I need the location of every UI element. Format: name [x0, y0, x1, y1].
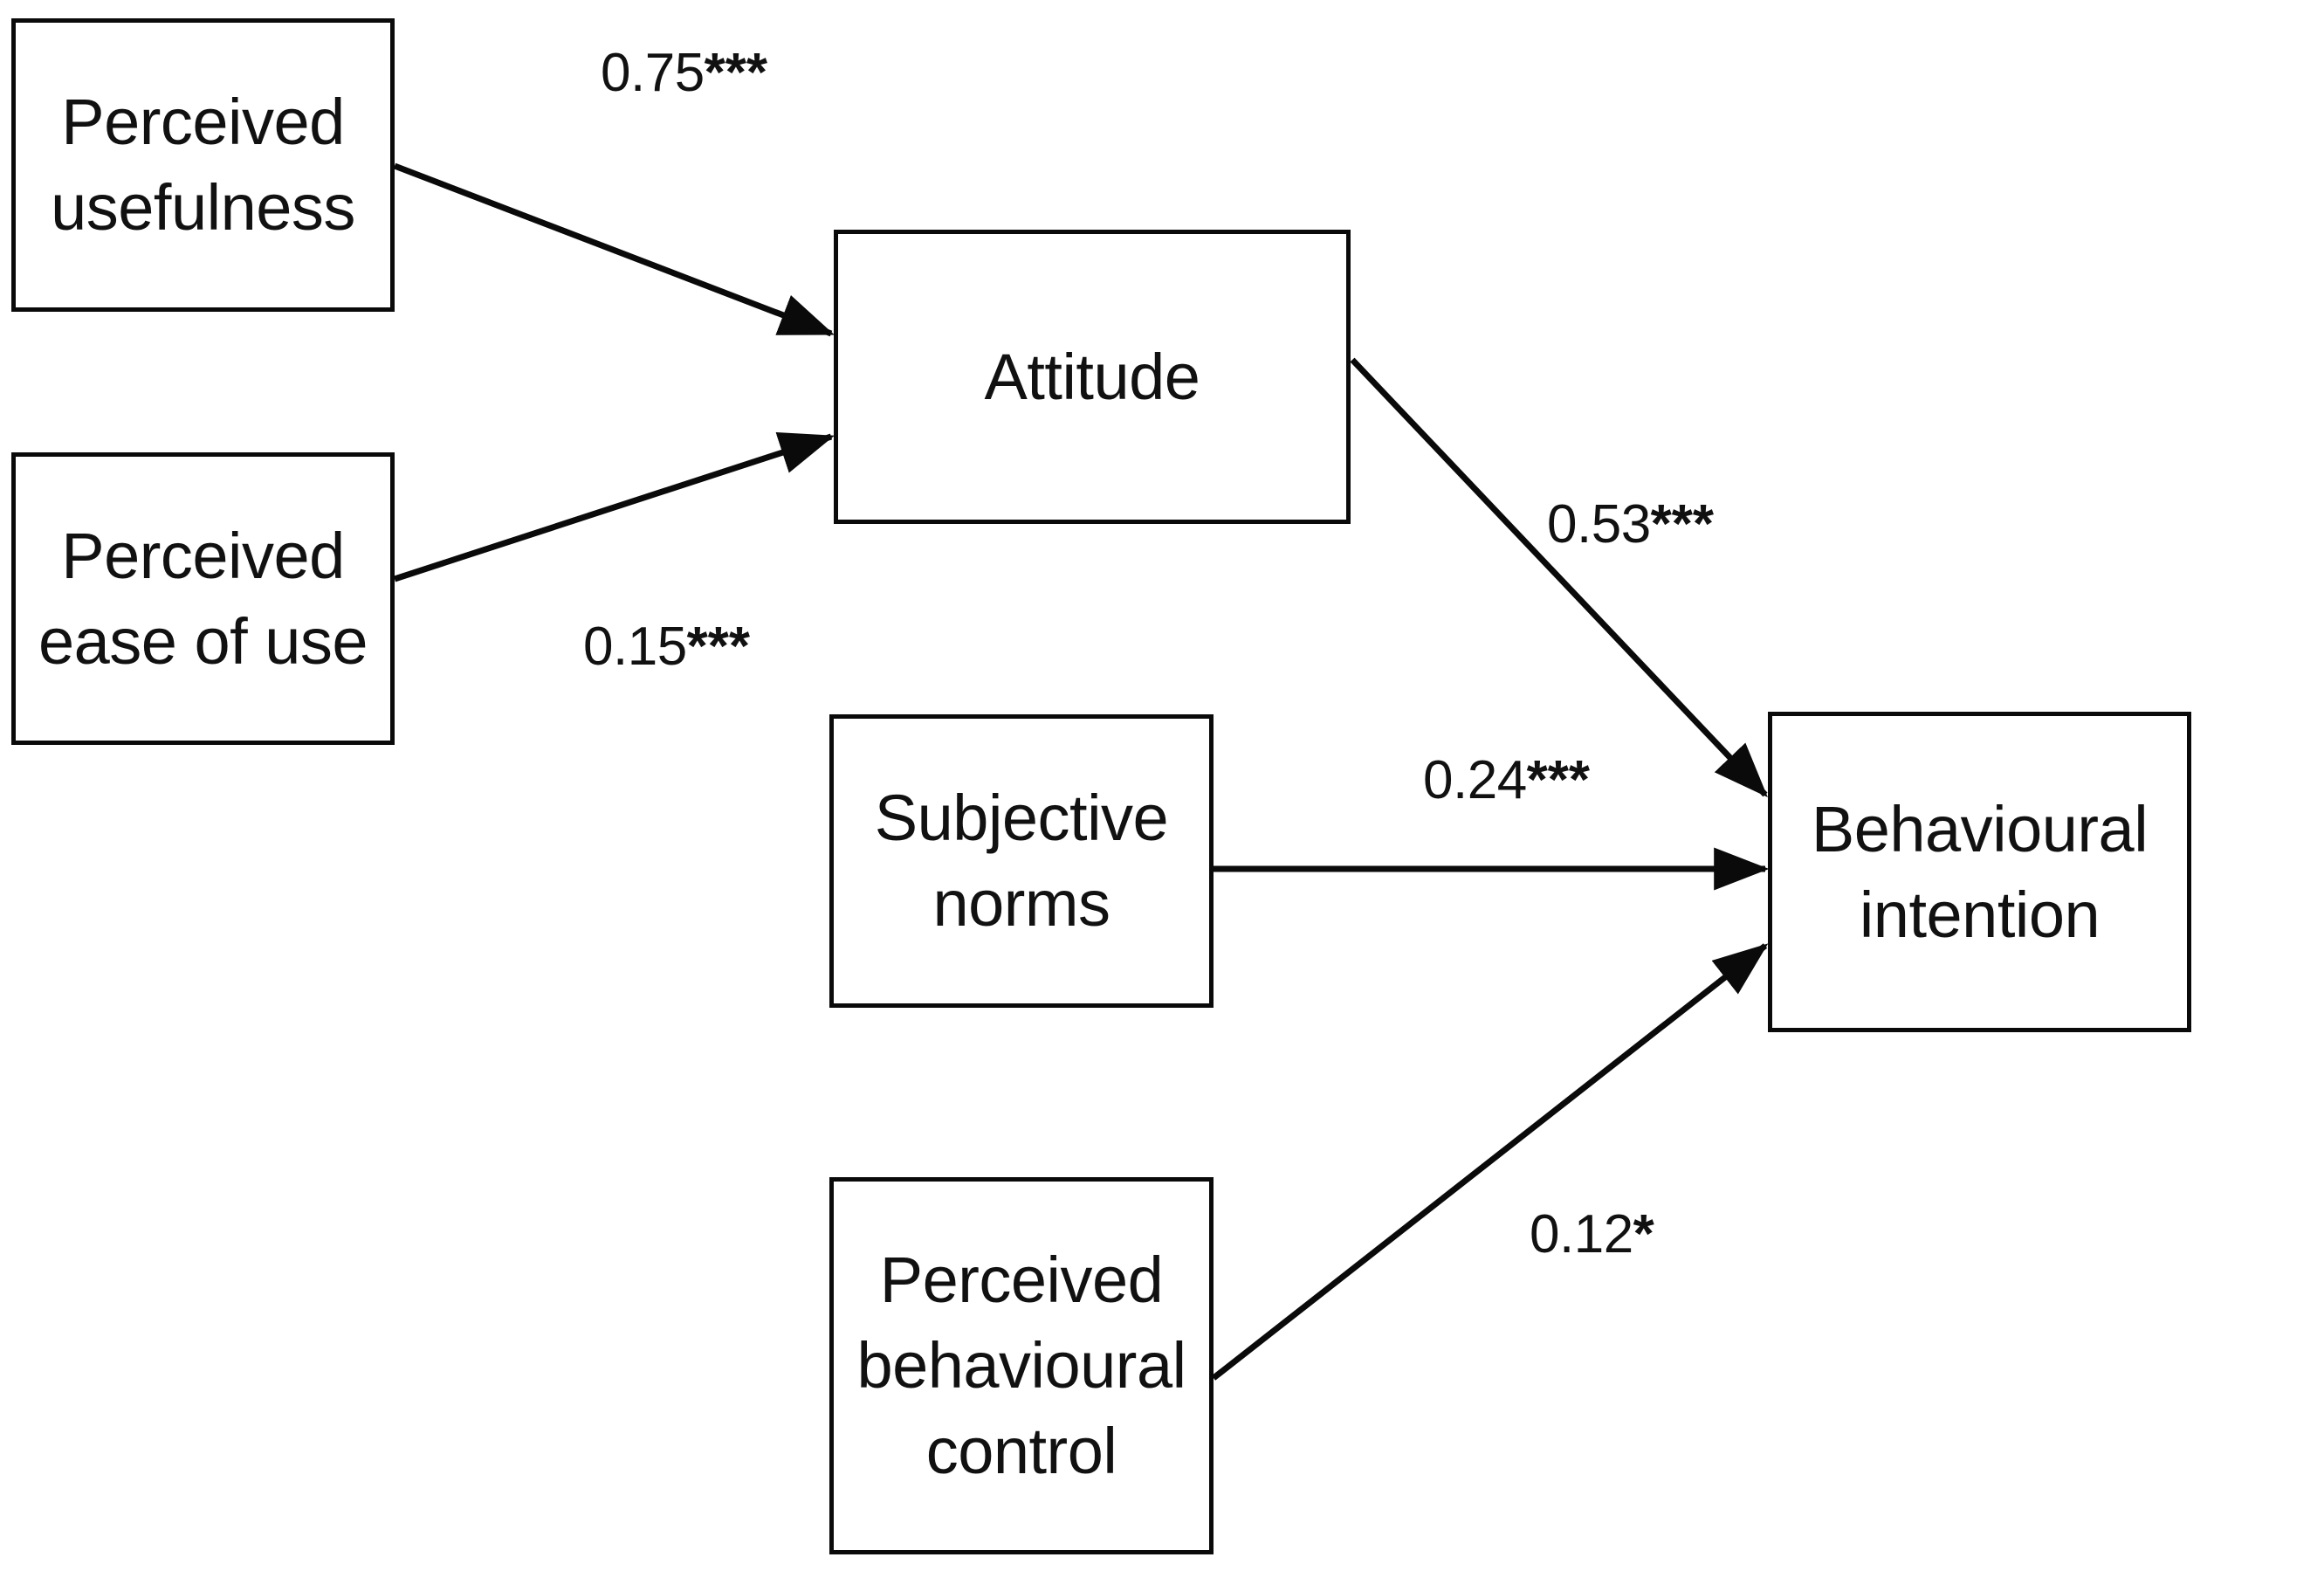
coefficient-value-peou: 0.15	[583, 617, 687, 677]
node-label-perceived-ease-of-use: Perceived ease of use	[38, 519, 368, 678]
node-subjective-norms[interactable]: Subjective norms	[829, 714, 1214, 1008]
significance-stars-sn: ***	[1526, 750, 1591, 810]
significance-stars-peou: ***	[686, 617, 751, 677]
significance-stars-pbc: *	[1633, 1204, 1654, 1264]
significance-stars-pu: ***	[704, 43, 768, 103]
edge-label-pbc-to-bi: 0.12*	[1530, 1203, 1654, 1265]
edge-attitude-to-bi	[1350, 357, 1768, 798]
node-label-perceived-usefulness: Perceived usefulness	[51, 86, 355, 244]
coefficient-value-pbc: 0.12	[1530, 1204, 1633, 1264]
edge-label-sn-to-bi: 0.24***	[1423, 749, 1590, 811]
edge-label-peou-to-attitude: 0.15***	[583, 616, 750, 678]
node-label-subjective-norms: Subjective norms	[874, 782, 1169, 940]
significance-stars-attitude: ***	[1650, 494, 1715, 555]
node-label-attitude: Attitude	[984, 340, 1200, 413]
coefficient-value-sn: 0.24	[1423, 750, 1527, 810]
coefficient-value-pu: 0.75	[601, 43, 705, 103]
edge-pbc-to-bi	[1211, 943, 1769, 1381]
node-label-behavioural-intention: Behavioural intention	[1811, 792, 2149, 951]
edge-peou-to-attitude	[393, 431, 835, 582]
edge-label-attitude-to-bi: 0.53***	[1547, 493, 1714, 555]
node-label-perceived-behavioural-control: Perceived behavioural control	[856, 1244, 1186, 1487]
node-perceived-ease-of-use[interactable]: Perceived ease of use	[11, 452, 395, 745]
node-perceived-behavioural-control[interactable]: Perceived behavioural control	[829, 1177, 1214, 1554]
coefficient-value-attitude: 0.53	[1547, 494, 1651, 555]
edge-pu-to-attitude	[393, 162, 835, 337]
edge-label-pu-to-attitude: 0.75***	[601, 42, 767, 104]
node-behavioural-intention[interactable]: Behavioural intention	[1768, 712, 2191, 1032]
node-perceived-usefulness[interactable]: Perceived usefulness	[11, 18, 395, 312]
node-attitude[interactable]: Attitude	[834, 230, 1351, 524]
